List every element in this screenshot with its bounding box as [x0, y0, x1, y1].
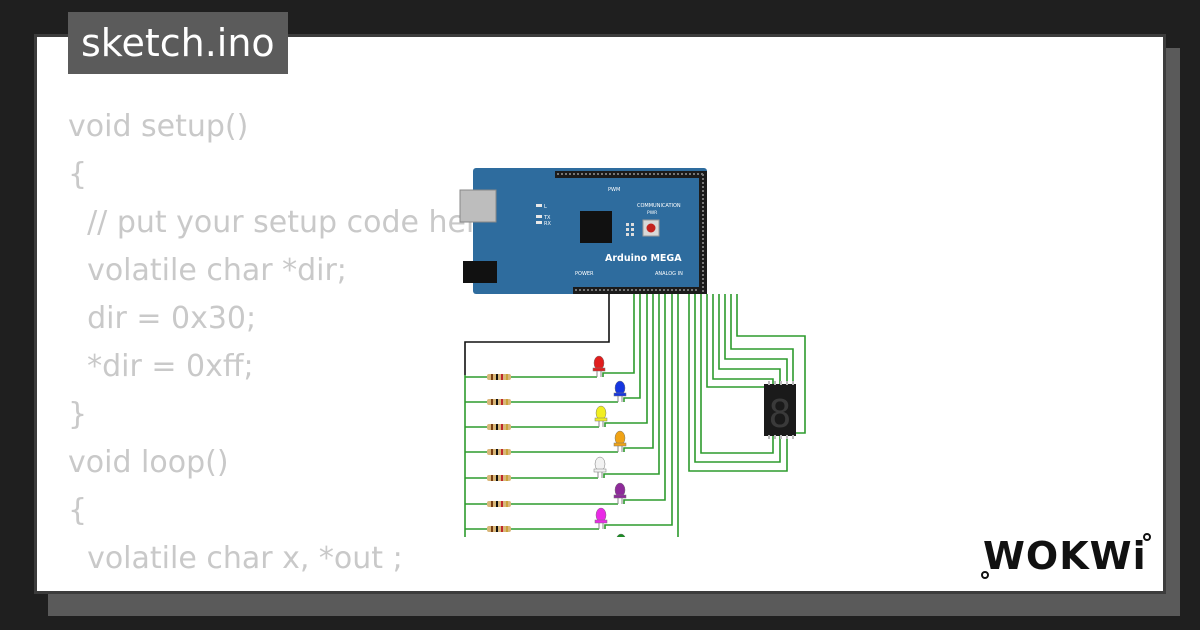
code-line: void loop(): [68, 445, 229, 480]
segment-wire: [718, 294, 781, 384]
purple-led: [613, 482, 627, 504]
rx-label: RX: [544, 221, 551, 227]
segment-wire: [706, 294, 767, 388]
file-tab[interactable]: sketch.ino: [68, 12, 288, 74]
segment-wire: [694, 294, 781, 463]
wire: [611, 294, 648, 424]
wire: [623, 397, 630, 402]
preview-card: void setup() { // put your setup code her…: [34, 34, 1166, 594]
circuit-diagram: L TX RX Arduino MEGA PWM COMMUNICATION P…: [459, 168, 806, 537]
resistor: [487, 475, 511, 481]
seven-segment-digit: 8: [769, 392, 792, 436]
segment-wire: [688, 294, 788, 472]
wire: [604, 422, 611, 427]
power-jack: [463, 261, 497, 283]
leds-and-resistors: [487, 355, 627, 537]
board-name: Arduino MEGA: [605, 253, 682, 264]
power-label: POWER: [575, 271, 594, 277]
magenta-led: [594, 507, 608, 529]
wire: [602, 372, 609, 377]
seven-segment-display: 8: [764, 381, 796, 439]
gnd-wire: [464, 294, 610, 375]
wire: [603, 473, 610, 478]
wire: [623, 447, 630, 452]
segment-wire: [712, 294, 774, 384]
segment-wire: [700, 294, 774, 454]
wire: [611, 294, 673, 526]
wire: [630, 294, 666, 501]
wokwi-logo: WOKWi: [981, 533, 1151, 579]
code-preview: void setup() { // put your setup code her…: [68, 103, 497, 591]
code-line: volatile char x, *out ;: [68, 541, 403, 576]
resistor: [487, 399, 511, 405]
icsp-header: [626, 223, 634, 236]
onboard-led-rx: [536, 221, 542, 224]
segment-wire: [736, 294, 806, 434]
code-line: // put your setup code here: [68, 205, 497, 240]
wire: [623, 499, 630, 504]
code-line: }: [68, 397, 88, 432]
wokwi-logo-text: WOKWi: [983, 534, 1147, 578]
code-line: {: [68, 157, 88, 192]
red-led: [592, 355, 606, 377]
blue-led: [613, 380, 627, 402]
reset-button-cap: [646, 223, 656, 233]
resistor: [487, 449, 511, 455]
wire: [604, 524, 611, 529]
onboard-led-l: [536, 204, 542, 207]
pin-headers: [555, 171, 707, 294]
tx-label: TX: [543, 215, 551, 221]
code-line: {: [68, 493, 88, 528]
wire: [609, 294, 635, 374]
orange-led: [613, 430, 627, 452]
code-line: volatile char i;: [68, 583, 496, 591]
wire: [610, 294, 660, 475]
yellow-led: [594, 405, 608, 427]
pwm-label: PWM: [608, 187, 620, 193]
white-led: [593, 456, 607, 478]
mcu-chip: [580, 211, 612, 243]
onboard-led-tx: [536, 215, 542, 218]
code-line: volatile char *dir;: [68, 253, 347, 288]
wire: [677, 294, 679, 537]
code-line: *dir = 0xff;: [68, 349, 254, 384]
green-led: [616, 533, 626, 537]
wires: [464, 294, 806, 537]
wire: [630, 294, 641, 399]
resistor: [487, 526, 511, 532]
resistor: [487, 374, 511, 380]
communication-label: COMMUNICATION: [637, 203, 681, 209]
usb-port: [459, 189, 497, 223]
resistor: [487, 424, 511, 430]
wire: [630, 294, 654, 449]
led-l-label: L: [544, 204, 547, 210]
pwr-label: PWR: [647, 210, 657, 216]
code-line: void setup(): [68, 109, 249, 144]
analog-in-label: ANALOG IN: [655, 271, 683, 277]
resistor: [487, 501, 511, 507]
arduino-mega-board: L TX RX Arduino MEGA PWM COMMUNICATION P…: [459, 168, 707, 294]
segment-wire: [724, 294, 788, 384]
code-line: dir = 0x30;: [68, 301, 257, 336]
